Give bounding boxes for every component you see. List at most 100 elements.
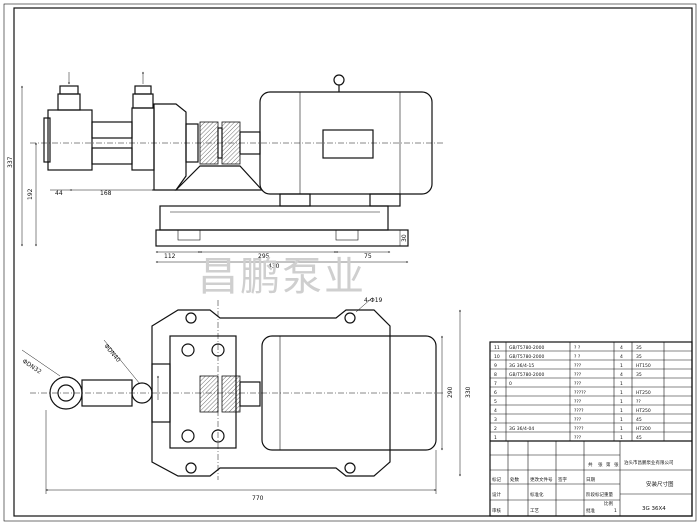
- parts-cell-no: 4: [494, 408, 497, 414]
- coupling-half-left: [199, 121, 219, 165]
- parts-cell-material: 45: [636, 435, 642, 441]
- tb-sheet-unit: 张: [598, 461, 603, 468]
- model-number: 3G 36X4: [642, 506, 666, 512]
- parts-cell-name: ? ?: [574, 345, 581, 351]
- dim-192: 192: [27, 188, 34, 200]
- parts-cell-name: ? ?: [574, 354, 581, 360]
- company-name: 泊头市昌鹏泵业有限公司: [624, 459, 674, 466]
- parts-cell-qty: 1: [620, 417, 623, 423]
- parts-cell-material: HT250: [636, 408, 651, 414]
- motor-body: [259, 91, 433, 195]
- inlet-flange: [57, 93, 81, 111]
- parts-cell-no: 7: [494, 381, 497, 387]
- flange-right-label: ΦDN40: [102, 343, 121, 364]
- parts-cell-no: 3: [494, 417, 497, 423]
- bearing-bracket: [153, 103, 187, 191]
- tb-sign: 签字: [558, 476, 567, 483]
- lifting-eye: [333, 74, 345, 86]
- parts-cell-qty: 1: [620, 426, 623, 432]
- tb-mark: 标记: [492, 476, 501, 483]
- parts-cell-qty: 1: [620, 399, 623, 405]
- parts-cell-qty: 4: [620, 345, 623, 351]
- tb-weight: 重量: [604, 491, 613, 498]
- parts-cell-qty: 1: [620, 390, 623, 396]
- dim-337: 337: [7, 156, 14, 168]
- tb-date: 日期: [586, 477, 595, 483]
- parts-cell-name: ???: [574, 435, 582, 441]
- tb-sheet-total: 共: [588, 461, 593, 468]
- motor-terminal-box: [322, 129, 374, 159]
- parts-cell-code: GB/T5780-2000: [509, 354, 545, 360]
- anchor-hole-2: [344, 312, 356, 324]
- parts-cell-no: 9: [494, 363, 497, 369]
- tb-stage: 阶段标记: [586, 491, 604, 498]
- parts-cell-name: ???: [574, 399, 582, 405]
- tb-scale-value: 1: [614, 508, 617, 514]
- parts-cell-code: 3G 36/4-04: [509, 426, 534, 432]
- parts-cell-code: GB/T5780-2000: [509, 372, 545, 378]
- parts-cell-material: 35: [636, 372, 642, 378]
- dim-44: 44: [55, 190, 63, 197]
- parts-cell-name: ?????: [574, 390, 587, 396]
- parts-cell-no: 11: [494, 345, 500, 351]
- parts-cell-name: ???: [574, 417, 582, 423]
- parts-cell-code: 0: [509, 381, 512, 387]
- parts-cell-name: ???: [574, 363, 582, 369]
- dim-290: 290: [447, 386, 454, 398]
- pump-barrel-upper: [91, 121, 133, 139]
- flange-left-label: ΦDN32: [21, 358, 43, 376]
- parts-cell-no: 6: [494, 390, 497, 396]
- dim-770: 770: [252, 495, 264, 502]
- pump-barrel-lower: [91, 147, 133, 165]
- parts-cell-name: ???: [574, 381, 582, 387]
- pump-body: [131, 107, 155, 171]
- parts-cell-material: HT250: [636, 390, 651, 396]
- dim-168: 168: [100, 190, 112, 197]
- dim-330: 330: [465, 386, 472, 398]
- plan-view: ΦDN32 ΦDN40 4-Φ19 290 330 770: [21, 297, 472, 502]
- parts-cell-qty: 1: [620, 363, 623, 369]
- parts-cell-no: 2: [494, 426, 497, 432]
- parts-cell-material: 45: [636, 417, 642, 423]
- parts-cell-material: HT200: [636, 426, 651, 432]
- parts-cell-qty: 1: [620, 435, 623, 441]
- inner-border: [13, 7, 693, 517]
- outlet-flange: [132, 93, 154, 109]
- parts-cell-material: 35: [636, 354, 642, 360]
- parts-cell-name: ????: [574, 408, 584, 414]
- parts-cell-no: 1: [494, 435, 497, 441]
- parts-cell-code: 3G 36/4-15: [509, 363, 534, 369]
- dim-112: 112: [164, 253, 176, 260]
- parts-cell-no: 10: [494, 354, 500, 360]
- parts-cell-material: 35: [636, 345, 642, 351]
- anchor-hole-3: [185, 462, 197, 474]
- drawing-title: 安装尺寸图: [646, 480, 674, 488]
- parts-cell-qty: 1: [620, 408, 623, 414]
- coupling-half-right: [221, 121, 241, 165]
- parts-cell-qty: 4: [620, 372, 623, 378]
- tb-scale: 比例: [604, 500, 613, 507]
- parts-cell-name: ????: [574, 426, 584, 432]
- tb-review: 审核: [492, 507, 501, 514]
- tb-change-doc: 更改文件号: [530, 476, 553, 483]
- dim-30: 30: [401, 234, 408, 242]
- plan-base-frame: [151, 309, 391, 477]
- tb-design: 设计: [492, 491, 501, 498]
- tb-process: 工艺: [530, 508, 539, 514]
- base-frame: [159, 205, 389, 231]
- bolt-holes-label: 4-Φ19: [364, 297, 383, 304]
- leader-left-flange: [21, 349, 61, 377]
- dim-295: 295: [258, 253, 270, 260]
- plan-motor-body: [261, 335, 437, 451]
- outer-border: [3, 3, 697, 522]
- parts-cell-no: 5: [494, 399, 497, 405]
- tb-count: 处数: [510, 476, 519, 483]
- tb-approve: 批准: [586, 507, 595, 514]
- parts-cell-no: 8: [494, 372, 497, 378]
- parts-cell-material: ??: [636, 399, 641, 405]
- tb-sheet-unit2: 张: [614, 461, 619, 468]
